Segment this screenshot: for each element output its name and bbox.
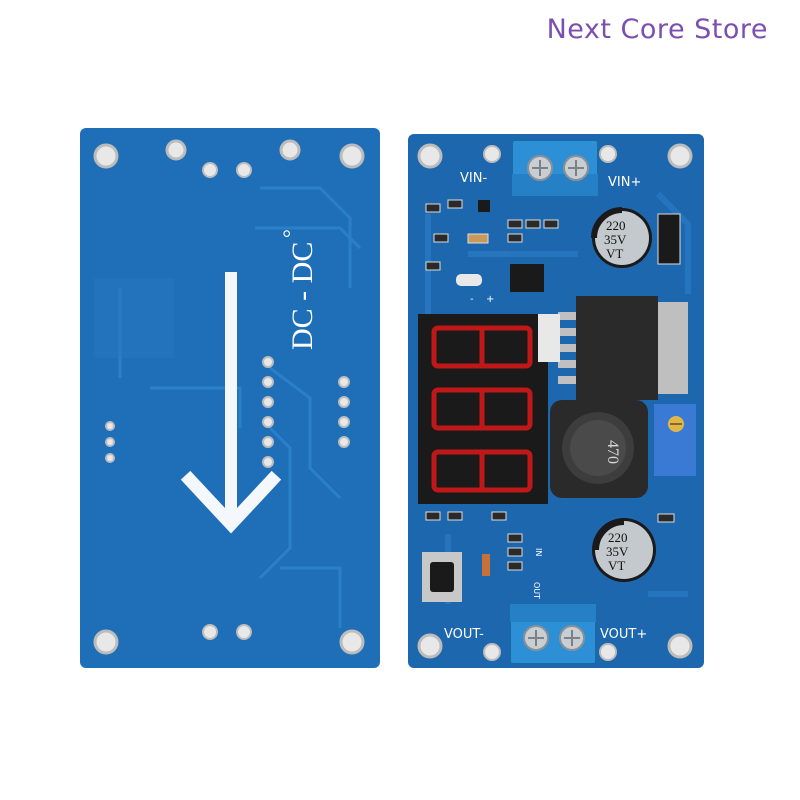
pcb-back-traces [118,186,362,628]
pcb-back-pin-rows [105,356,350,468]
dc-dc-logo-text: DC - DC [286,242,319,350]
dc-dc-logo: DC - DC ° [278,229,319,350]
seven-segment-display [418,314,560,504]
pcb-front-side: VIN- VIN+ - + [408,134,704,668]
trim-potentiometer[interactable] [654,404,696,476]
smd-components [425,199,681,576]
digit-3 [431,449,533,493]
pcb-back-graphic: DC - DC ° [80,128,380,668]
cap-top-line1: 220 [606,218,626,233]
pcb-front-graphic: VIN- VIN+ - + [408,134,704,668]
cap-bottom-line3: VT [608,558,625,573]
display-toggle-button[interactable] [422,552,462,602]
inductor [550,400,648,498]
vout-plus-label: VOUT+ [600,627,647,642]
digit-1 [431,325,533,369]
pcb-back-pad-area [94,278,174,358]
polarity-plus-label: + [486,294,494,305]
capacitor-bottom [592,518,656,582]
indicator-in-label: IN [534,548,543,556]
arrow-down-icon [180,272,282,534]
cap-top-line2: 35V [604,232,627,247]
cap-bottom-line2: 35V [606,544,629,559]
display-digits [431,325,533,493]
vout-minus-label: VOUT- [444,627,484,642]
pcb-back-holes [93,139,365,655]
digit-2 [431,387,533,431]
store-name-watermark: Next Core Store [546,14,768,45]
vin-minus-label: VIN- [460,171,487,186]
polarity-minus-label: - [470,294,474,305]
cap-top-line3: VT [606,246,623,261]
pcb-front-holes [417,143,693,661]
indicator-out-label: OUT [532,582,541,599]
pcb-back-side: DC - DC ° [80,128,380,668]
output-terminal-block [509,603,597,665]
inductor-code: 470 [604,440,621,464]
cap-bottom-line1: 220 [608,530,628,545]
dc-dc-logo-mark: ° [278,229,303,238]
capacitor-top [591,207,652,268]
regulator-ic [558,296,688,400]
vin-plus-label: VIN+ [608,175,641,190]
input-terminal-block [511,139,599,197]
